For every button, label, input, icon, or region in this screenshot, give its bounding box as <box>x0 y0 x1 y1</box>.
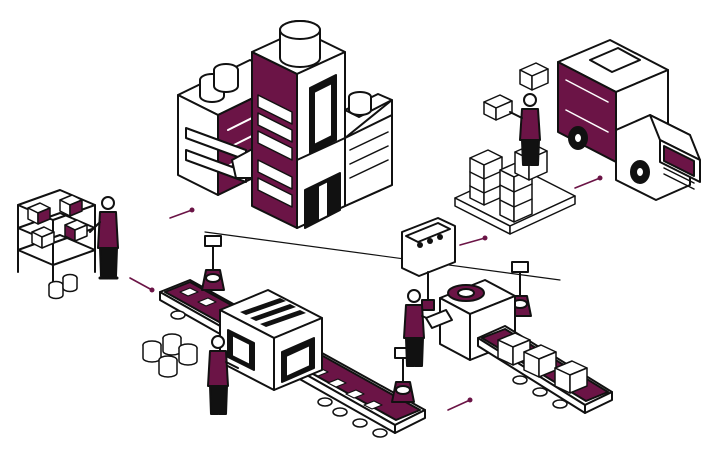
worker <box>403 289 453 367</box>
factory-building <box>177 20 393 229</box>
delivery-truck <box>557 39 701 201</box>
control-panel <box>401 217 456 311</box>
box-stack <box>497 332 588 394</box>
flow-lines <box>129 177 601 411</box>
flow-dots <box>149 175 603 403</box>
barrels <box>142 333 198 378</box>
robotic-arm <box>201 235 532 403</box>
packaging-machine <box>219 289 323 391</box>
worker <box>89 196 119 280</box>
worker <box>207 335 239 415</box>
worker <box>509 93 541 166</box>
storage-shelf <box>17 189 96 300</box>
